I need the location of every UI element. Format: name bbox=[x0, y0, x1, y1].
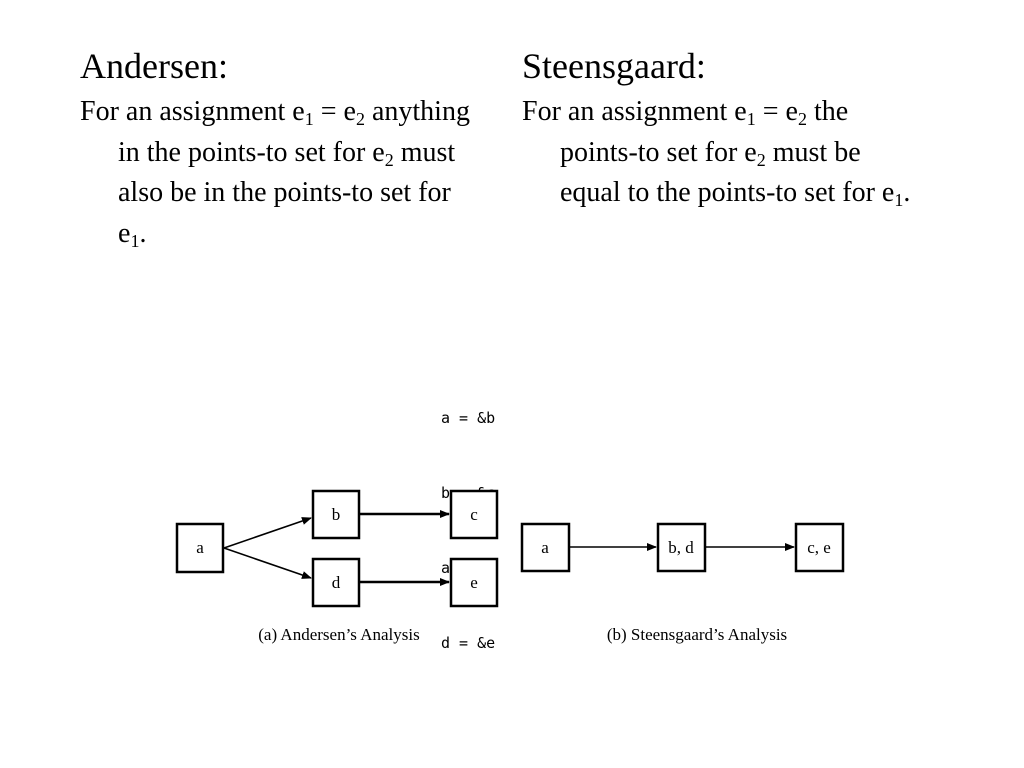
edge-a-to-d bbox=[223, 547, 312, 579]
steensgaard-text-5: . bbox=[903, 177, 911, 208]
node-b: b bbox=[311, 489, 361, 540]
steensgaard-sub-4: 1 bbox=[894, 190, 904, 210]
node-ce-label: c, e bbox=[807, 538, 831, 557]
steensgaard-graph: a b, d c, e (b) Steensgaard’s Analysis bbox=[520, 522, 845, 644]
andersen-text-2: = e bbox=[313, 96, 356, 127]
node-a: a bbox=[175, 522, 225, 574]
andersen-column: Andersen: For an assignment e1 = e2 anyt… bbox=[80, 42, 480, 254]
andersen-sub-2: 2 bbox=[355, 109, 365, 129]
node-ce: c, e bbox=[794, 522, 845, 573]
andersen-sub-3: 2 bbox=[384, 149, 394, 170]
steensgaard-text-4: must be equal to the points-to set for e bbox=[560, 136, 895, 209]
node-b-label: b bbox=[332, 505, 341, 524]
node-bd-label: b, d bbox=[668, 538, 694, 557]
andersen-sub-4: 1 bbox=[130, 230, 140, 251]
andersen-text-5: . bbox=[139, 217, 147, 249]
steensgaard-sub-2: 2 bbox=[797, 109, 807, 129]
steensgaard-text-1: For an assignment e bbox=[522, 96, 747, 127]
andersen-text-1: For an assignment e bbox=[80, 96, 305, 127]
steensgaard-sub-1: 1 bbox=[746, 109, 756, 129]
steensgaard-heading: Steensgaard: bbox=[522, 46, 706, 86]
andersen-text-4: must also be in the points-to set for e bbox=[118, 136, 456, 249]
node-a-steensgaard-label: a bbox=[541, 538, 549, 557]
andersen-heading: Andersen: bbox=[80, 46, 228, 86]
andersen-sub-1: 1 bbox=[304, 109, 314, 129]
code-line: a = &d bbox=[441, 559, 496, 577]
code-snippet: a = &b b = &c a = &d d = &e bbox=[441, 356, 495, 706]
node-a-label: a bbox=[196, 538, 204, 557]
steensgaard-column: Steensgaard: For an assignment e1 = e2 t… bbox=[522, 42, 922, 214]
node-d-label: d bbox=[332, 573, 341, 592]
node-d: d bbox=[311, 557, 361, 608]
andersen-description: For an assignment e1 = e2 anything in th… bbox=[80, 92, 480, 254]
steensgaard-text-3: the points-to set for e bbox=[560, 96, 849, 168]
code-line: d = &e bbox=[441, 634, 496, 652]
steensgaard-sub-3: 2 bbox=[756, 149, 766, 170]
code-line: b = &c bbox=[441, 484, 496, 502]
andersen-text-3: anything in the points-to set for e bbox=[118, 96, 470, 168]
node-bd: b, d bbox=[656, 522, 707, 573]
steensgaard-text-2: = e bbox=[755, 96, 798, 127]
edge-a-to-b bbox=[223, 517, 312, 549]
andersen-caption: (a) Andersen’s Analysis bbox=[258, 625, 419, 644]
code-line: a = &b bbox=[441, 409, 496, 427]
steensgaard-caption: (b) Steensgaard’s Analysis bbox=[607, 625, 787, 644]
node-a-steensgaard: a bbox=[520, 522, 571, 573]
steensgaard-description: For an assignment e1 = e2 the points-to … bbox=[522, 92, 922, 214]
